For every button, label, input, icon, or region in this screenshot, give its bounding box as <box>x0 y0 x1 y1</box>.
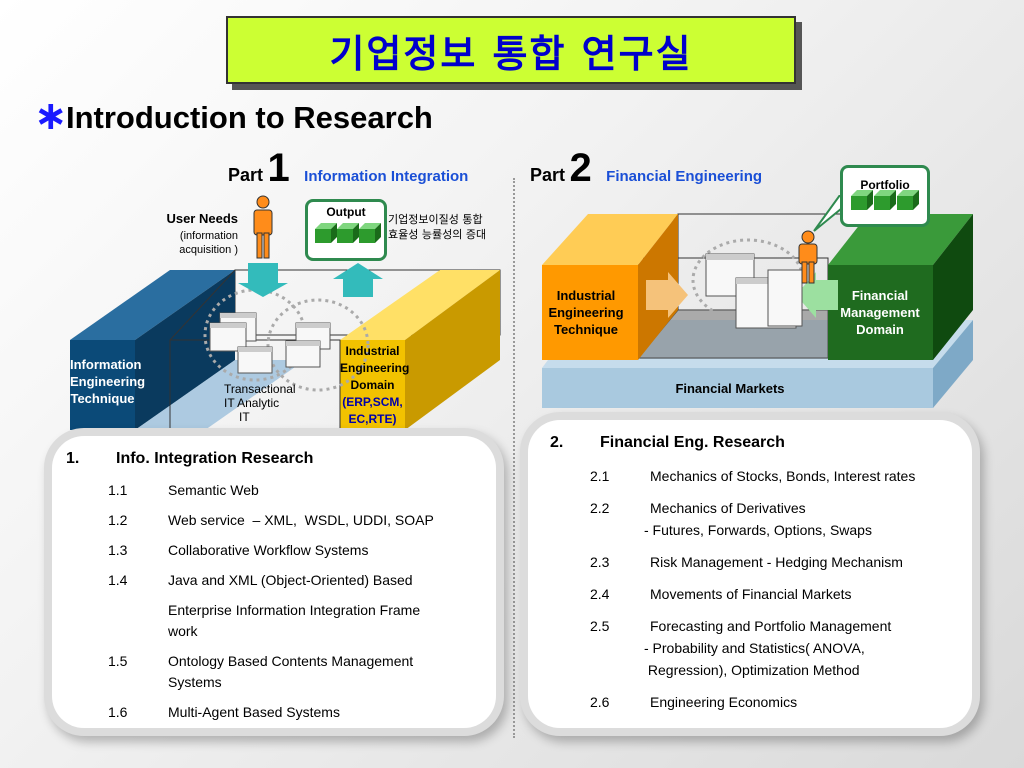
user-needs-sub2: acquisition ) <box>179 244 238 256</box>
part1-word: Part <box>228 165 264 185</box>
research1-heading-num: 1. <box>66 450 80 467</box>
list-item-text: Enterprise Information Integration Frame <box>168 602 421 618</box>
output-box: Output <box>305 199 387 261</box>
korean-note-line2: 효율성 능률성의 증대 <box>388 228 487 241</box>
list-item-number: 2.2 <box>590 500 610 516</box>
list-item-number: 2.4 <box>590 586 610 602</box>
section-heading: Introduction to Research <box>66 100 433 135</box>
part1-diagram <box>70 263 501 430</box>
korean-note-line1: 기업정보이질성 통합 <box>388 213 483 226</box>
information-engineering-technique-label: Information Engineering Technique <box>70 357 146 406</box>
user-needs-label: User Needs <box>166 211 238 226</box>
asterisk-bullet-icon: ∗ <box>34 94 68 138</box>
research1-heading: Info. Integration Research <box>116 450 314 467</box>
portfolio-box: Portfolio <box>840 165 930 227</box>
list-item-text: work <box>168 623 198 639</box>
research2-heading: Financial Eng. Research <box>600 434 785 451</box>
list-item-number: 1.6 <box>108 704 128 720</box>
info-integration-panel: 1. Info. Integration Research 1.1 Semanti… <box>52 436 496 728</box>
right-arrow-icon <box>646 272 688 318</box>
list-item-text: Ontology Based Contents Management <box>168 653 414 669</box>
list-item-text: Forecasting and Portfolio Management <box>650 618 892 634</box>
list-item-text: Systems <box>168 674 222 690</box>
list-item-text: Risk Management - Hedging Mechanism <box>650 554 903 570</box>
portfolio-label: Portfolio <box>860 178 910 192</box>
list-item-text: Semantic Web <box>168 482 259 498</box>
part2-subtitle: Financial Engineering <box>606 168 763 185</box>
output-arrow-icon <box>333 263 383 297</box>
list-item-text: Java and XML (Object-Oriented) Based <box>168 572 413 588</box>
list-item-text: Collaborative Workflow Systems <box>168 542 369 558</box>
document-window-icon <box>705 253 803 329</box>
investor-person-icon <box>798 230 818 284</box>
input-arrow-icon <box>238 263 288 297</box>
user-person-icon <box>253 195 273 259</box>
industrial-engineering-technique-label: Industrial Engineering Technique <box>548 288 624 337</box>
list-item-text: Mechanics of Stocks, Bonds, Interest rat… <box>650 468 916 484</box>
part1-subtitle: Information Integration <box>304 168 469 185</box>
user-needs-sub1: (information <box>179 230 238 242</box>
portfolio-cubes-icon <box>851 190 919 210</box>
financial-management-domain-label: Financial Management Domain <box>840 288 920 337</box>
korean-note: 기업정보이질성 통합 효율성 능률성의 증대 <box>388 212 486 242</box>
part1-number: 1 <box>267 146 290 190</box>
list-item-text: Engineering Economics <box>650 694 798 710</box>
list-item-number: 1.3 <box>108 542 128 558</box>
list-item-number: 2.6 <box>590 694 610 710</box>
industrial-engineering-domain-label: Industrial Engineering Domain (ERP,SCM, … <box>340 344 410 426</box>
list-item-text: Regression), Optimization Method <box>644 662 860 678</box>
part2-heading: Part 2 Financial Engineering <box>530 146 762 191</box>
title-banner: 기업정보 통합 연구실 <box>226 16 796 84</box>
list-item-number: 1.2 <box>108 512 128 528</box>
list-item-number: 1.1 <box>108 482 128 498</box>
research2-heading-num: 2. <box>550 434 564 451</box>
list-item-number: 2.5 <box>590 618 610 634</box>
part2-word: Part <box>530 165 566 185</box>
financial-markets-label: Financial Markets <box>675 381 785 396</box>
transactional-it-label: Transactional IT Analytic IT <box>224 382 296 424</box>
list-item-number: 2.3 <box>590 554 610 570</box>
output-label: Output <box>326 205 366 219</box>
list-item-text: Mechanics of Derivatives <box>650 500 806 516</box>
list-item-text: Movements of Financial Markets <box>650 586 852 602</box>
list-item-text: Web service – XML, WSDL, UDDI, SOAP <box>168 512 434 528</box>
part1-heading: Part 1 Information Integration <box>228 146 468 191</box>
page-title: 기업정보 통합 연구실 <box>329 31 693 76</box>
column-divider <box>513 178 515 738</box>
list-item-number: 2.1 <box>590 468 610 484</box>
list-item-text: - Probability and Statistics( ANOVA, <box>644 640 865 656</box>
output-cubes-icon <box>315 223 381 243</box>
list-item-number: 1.5 <box>108 653 128 669</box>
list-item-text: Multi-Agent Based Systems <box>168 704 340 720</box>
list-item-number: 1.4 <box>108 572 128 588</box>
part2-number: 2 <box>569 146 592 190</box>
list-item-text: - Futures, Forwards, Options, Swaps <box>644 522 872 538</box>
document-window-icon <box>209 312 331 374</box>
